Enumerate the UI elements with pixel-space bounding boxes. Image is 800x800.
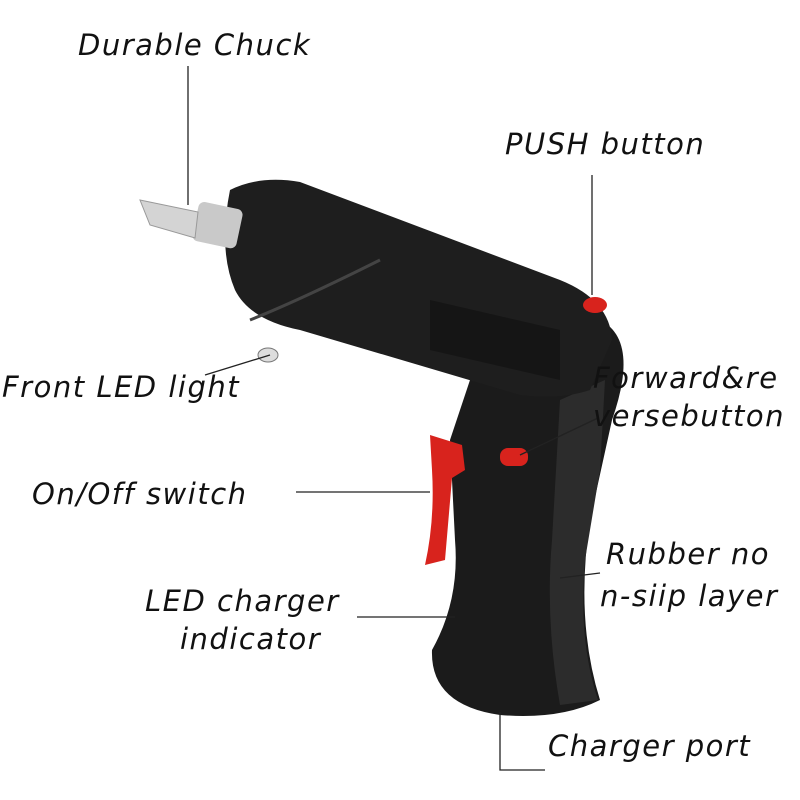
bit	[139, 199, 199, 239]
label-forward-reverse-2: versebutton	[593, 399, 786, 433]
rubber-layer	[549, 380, 605, 705]
label-on-off-switch: On/Off switch	[32, 477, 248, 511]
label-durable-chuck: Durable Chuck	[78, 28, 312, 62]
chuck	[192, 201, 243, 249]
label-push-button: PUSH button	[505, 127, 706, 161]
label-rubber-1: Rubber no	[606, 537, 770, 571]
label-forward-reverse-1: Forward&re	[593, 361, 779, 395]
label-led-charger-2: indicator	[180, 622, 322, 656]
forward-reverse-switch	[500, 448, 528, 466]
label-charger-port: Charger port	[548, 729, 752, 763]
push-button	[583, 297, 607, 313]
label-front-led-light: Front LED light	[2, 370, 241, 404]
label-rubber-2: n-siip layer	[600, 579, 779, 613]
trigger	[425, 435, 465, 565]
label-led-charger-1: LED charger	[145, 584, 340, 618]
